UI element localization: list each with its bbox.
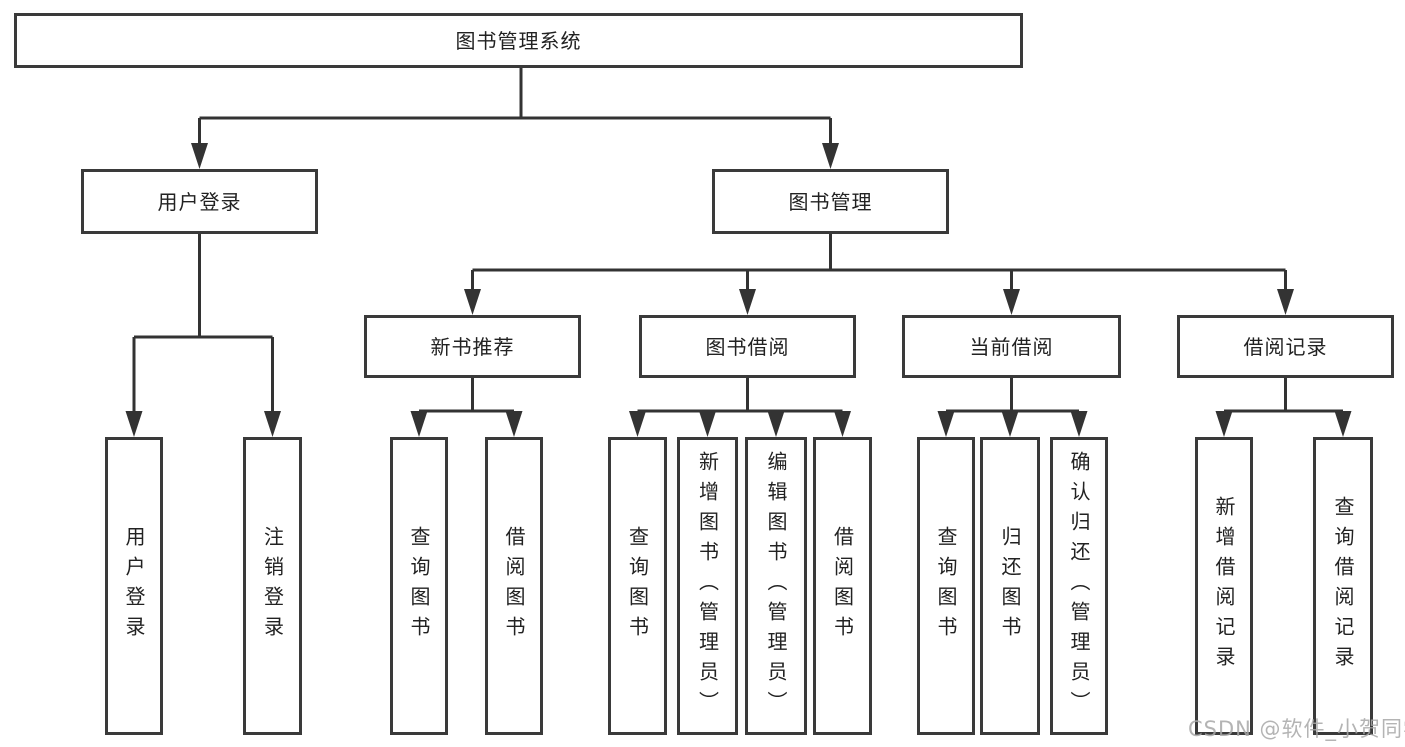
node-leaf-add-books-admin: 新增图书（管理员） bbox=[677, 437, 738, 735]
node-current-borrowing-label: 当前借阅 bbox=[969, 334, 1054, 359]
node-borrowing-records-label: 借阅记录 bbox=[1243, 334, 1328, 359]
node-leaf-user-login: 用户登录 bbox=[105, 437, 163, 735]
node-leaf-query-borrow-record-label: 查询借阅记录 bbox=[1331, 496, 1355, 676]
node-leaf-add-borrow-record: 新增借阅记录 bbox=[1195, 437, 1253, 735]
node-leaf-borrow-books-1: 借阅图书 bbox=[485, 437, 543, 735]
node-leaf-add-borrow-record-label: 新增借阅记录 bbox=[1212, 496, 1236, 676]
node-new-book-recommend: 新书推荐 bbox=[364, 315, 581, 378]
node-system-root-label: 图书管理系统 bbox=[455, 28, 582, 53]
node-leaf-query-books-3-label: 查询图书 bbox=[934, 526, 958, 646]
node-leaf-user-login-label: 用户登录 bbox=[122, 526, 146, 646]
node-leaf-query-books-1-label: 查询图书 bbox=[407, 526, 431, 646]
node-book-borrowing-label: 图书借阅 bbox=[705, 334, 790, 359]
node-leaf-edit-books-admin-label: 编辑图书（管理员） bbox=[764, 451, 788, 721]
node-leaf-add-books-admin-label: 新增图书（管理员） bbox=[695, 451, 720, 721]
node-leaf-query-borrow-record: 查询借阅记录 bbox=[1313, 437, 1373, 735]
node-book-borrowing: 图书借阅 bbox=[639, 315, 856, 378]
node-leaf-borrow-books-2: 借阅图书 bbox=[813, 437, 872, 735]
node-leaf-query-books-2: 查询图书 bbox=[608, 437, 667, 735]
node-leaf-query-books-3: 查询图书 bbox=[917, 437, 975, 735]
node-leaf-borrow-books-2-label: 借阅图书 bbox=[830, 526, 855, 646]
node-new-book-recommend-label: 新书推荐 bbox=[430, 334, 515, 359]
node-book-management: 图书管理 bbox=[712, 169, 949, 234]
node-user-login-label: 用户登录 bbox=[157, 189, 242, 214]
node-system-root: 图书管理系统 bbox=[14, 13, 1023, 68]
node-leaf-edit-books-admin: 编辑图书（管理员） bbox=[745, 437, 807, 735]
node-leaf-confirm-return-admin-label: 确认归还（管理员） bbox=[1067, 451, 1091, 721]
node-leaf-logout: 注销登录 bbox=[243, 437, 302, 735]
node-book-management-label: 图书管理 bbox=[788, 189, 873, 214]
csdn-watermark: CSDN @软件_小贺同学 bbox=[1188, 717, 1405, 741]
node-leaf-logout-label: 注销登录 bbox=[260, 526, 285, 646]
node-leaf-confirm-return-admin: 确认归还（管理员） bbox=[1050, 437, 1108, 735]
node-leaf-query-books-2-label: 查询图书 bbox=[625, 526, 650, 646]
node-borrowing-records: 借阅记录 bbox=[1177, 315, 1394, 378]
node-leaf-return-books-label: 归还图书 bbox=[998, 526, 1022, 646]
node-user-login: 用户登录 bbox=[81, 169, 318, 234]
node-leaf-return-books: 归还图书 bbox=[980, 437, 1040, 735]
node-current-borrowing: 当前借阅 bbox=[902, 315, 1121, 378]
node-leaf-borrow-books-1-label: 借阅图书 bbox=[502, 526, 526, 646]
node-leaf-query-books-1: 查询图书 bbox=[390, 437, 448, 735]
